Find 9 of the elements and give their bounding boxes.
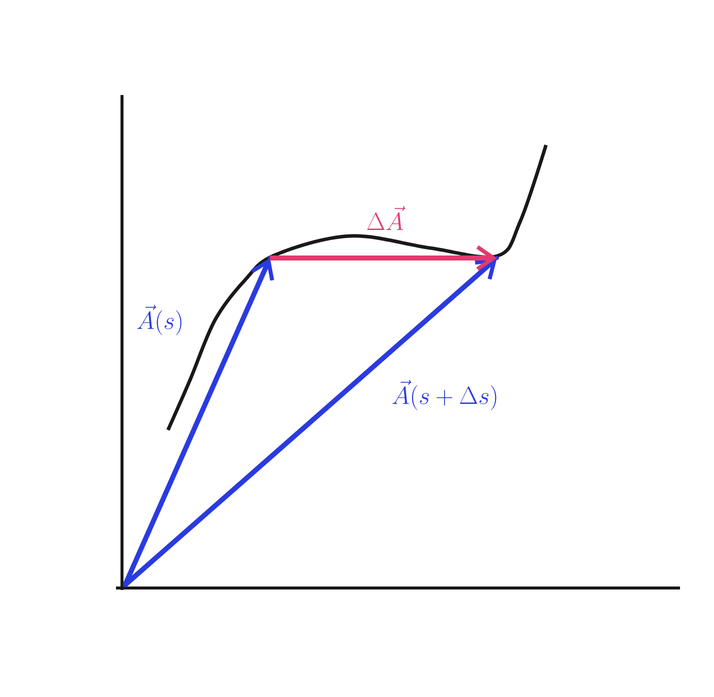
vector-point	[268, 256, 272, 260]
vector-arrow	[123, 258, 497, 587]
vector-point	[495, 256, 499, 260]
vector-arrow	[122, 258, 274, 586]
vector-label: $\vec{A}(s)$	[137, 304, 182, 336]
vector-point	[123, 583, 127, 587]
vector-arrow	[270, 245, 497, 271]
vector-label: $\Delta\vec{A}$	[367, 206, 406, 230]
vector-label: $\vec{A}(s+\Delta s)$	[392, 380, 496, 410]
